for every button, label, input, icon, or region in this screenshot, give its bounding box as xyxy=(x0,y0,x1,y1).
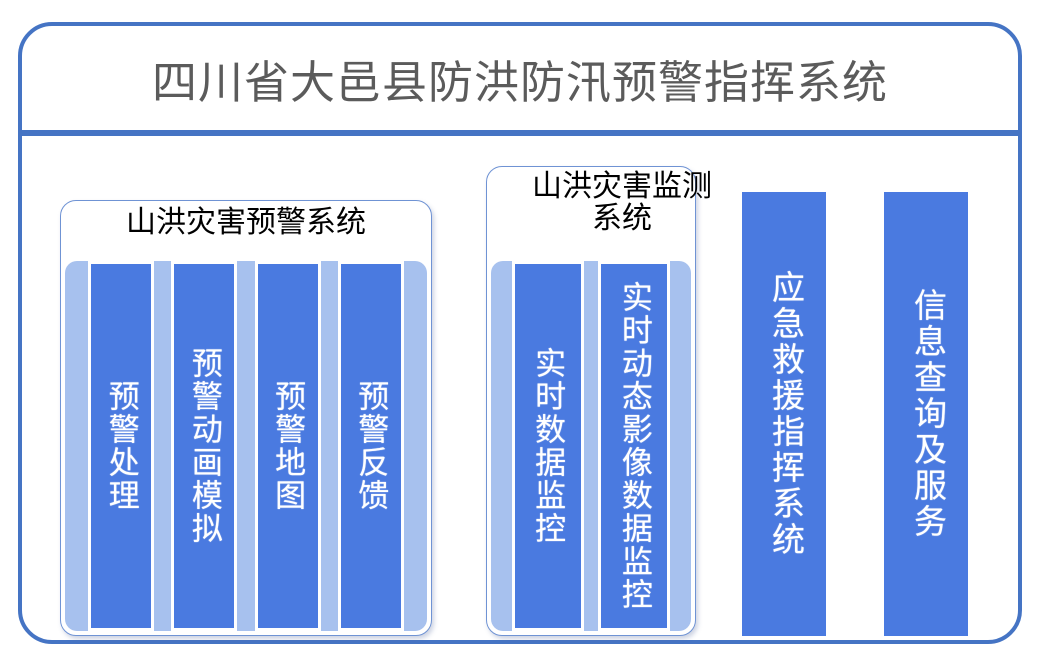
panel-warning-system-header: 山洪灾害预警系统 xyxy=(126,206,366,239)
bar-information-query-service[interactable]: 信息查询及服务 xyxy=(884,192,968,636)
bar-emergency-command-system[interactable]: 应急救援指挥系统 xyxy=(742,192,826,636)
card-realtime-data-monitoring-label: 实时数据监控 xyxy=(530,347,566,545)
panel-warning-system-body: 预警处理 预警动画模拟 预警地图 预警反馈 xyxy=(65,261,427,631)
panel-warning-system[interactable]: 山洪灾害预警系统 预警处理 预警动画模拟 预警地图 预警反馈 xyxy=(60,200,432,636)
bar-information-query-service-label: 信息查询及服务 xyxy=(908,288,945,540)
panel-monitor-system-header: 山洪灾害监测系统 xyxy=(532,170,712,236)
card-warning-map-label: 预警地图 xyxy=(270,380,306,512)
card-realtime-data-monitoring[interactable]: 实时数据监控 xyxy=(511,261,584,631)
panel-monitor-system-body: 实时数据监控 实时动态影像数据监控 xyxy=(491,261,691,631)
card-warning-feedback-label: 预警反馈 xyxy=(353,380,389,512)
title-divider xyxy=(18,130,1022,136)
card-warning-processing-label: 预警处理 xyxy=(103,380,139,512)
card-realtime-dynamic-image-data-monitoring[interactable]: 实时动态影像数据监控 xyxy=(598,261,671,631)
title-bar: 四川省大邑县防洪防汛预警指挥系统 xyxy=(22,26,1018,130)
card-warning-animation-simulation[interactable]: 预警动画模拟 xyxy=(171,261,238,631)
bar-emergency-command-system-label: 应急救援指挥系统 xyxy=(766,270,803,558)
panel-monitor-system[interactable]: 山洪灾害监测系统 实时数据监控 实时动态影像数据监控 xyxy=(486,166,712,636)
page-title: 四川省大邑县防洪防汛预警指挥系统 xyxy=(151,55,888,109)
card-warning-feedback[interactable]: 预警反馈 xyxy=(337,261,404,631)
application-frame: 四川省大邑县防洪防汛预警指挥系统 山洪灾害预警系统 预警处理 预警动画模拟 预警… xyxy=(18,22,1022,644)
card-warning-processing[interactable]: 预警处理 xyxy=(88,261,155,631)
content-area: 山洪灾害预警系统 预警处理 预警动画模拟 预警地图 预警反馈 山洪灾害监测系统 xyxy=(22,136,1022,644)
card-warning-animation-simulation-label: 预警动画模拟 xyxy=(186,347,222,545)
card-warning-map[interactable]: 预警地图 xyxy=(254,261,321,631)
card-realtime-dynamic-image-data-monitoring-label: 实时动态影像数据监控 xyxy=(616,281,652,611)
